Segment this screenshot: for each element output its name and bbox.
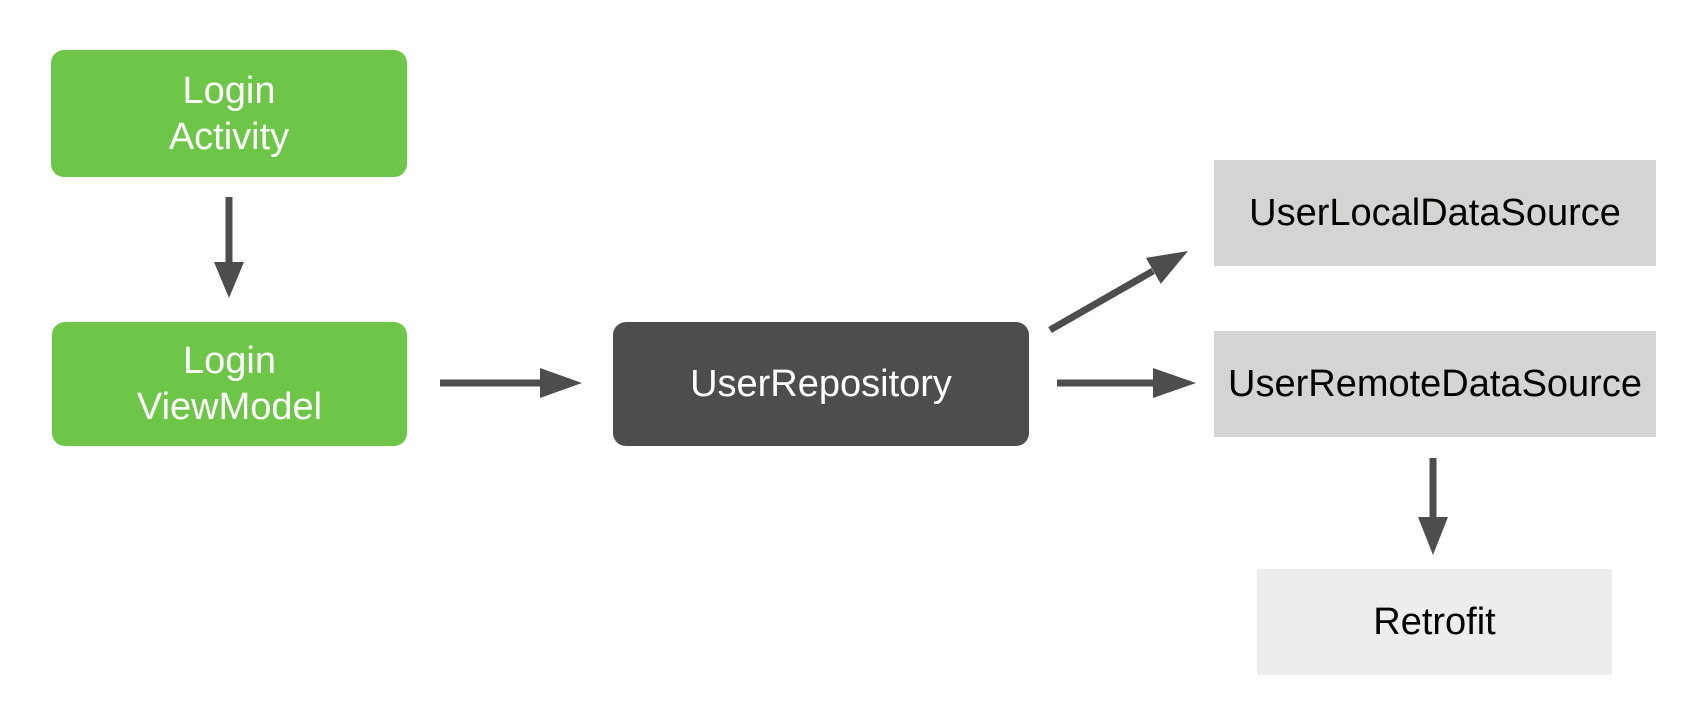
arrow-repository-to-local-data-source <box>1048 251 1188 334</box>
node-login-viewmodel: Login ViewModel <box>52 322 407 446</box>
node-user-remote-data-source: UserRemoteDataSource <box>1214 331 1656 437</box>
arrow-remote-data-source-to-retrofit <box>1418 458 1448 555</box>
arrow-activity-to-viewmodel <box>214 197 244 298</box>
arrow-repository-to-remote-data-source <box>1057 368 1196 398</box>
node-retrofit: Retrofit <box>1257 569 1612 675</box>
node-login-activity: Login Activity <box>51 50 407 177</box>
node-user-repository: UserRepository <box>613 322 1029 446</box>
node-user-local-data-source: UserLocalDataSource <box>1214 160 1656 266</box>
arrow-viewmodel-to-repository <box>440 368 582 398</box>
